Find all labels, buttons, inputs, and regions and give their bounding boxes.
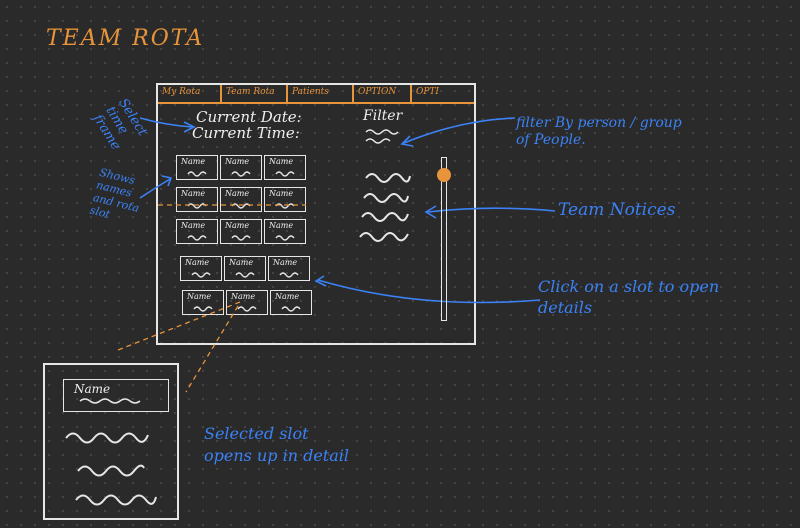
slot-detail-squiggle: [187, 203, 207, 209]
rota-slot[interactable]: Name: [224, 256, 266, 281]
rota-slot[interactable]: Name: [220, 187, 262, 212]
tab-my-rota[interactable]: My Rota: [158, 85, 222, 102]
slot-name-label: Name: [225, 189, 250, 198]
slot-name-label: Name: [269, 189, 294, 198]
current-date-label: Current Date:: [196, 108, 302, 126]
arrow-head: [424, 205, 437, 219]
tab-patients[interactable]: Patients: [288, 85, 354, 102]
detail-line-squiggle: [65, 432, 149, 444]
annotation-selected-slot: Selected slot opens up in detail: [204, 424, 349, 465]
slot-name-label: Name: [269, 157, 294, 166]
rota-slot[interactable]: Name: [220, 155, 262, 180]
slot-name-label: Name: [231, 292, 256, 301]
current-time-label: Current Time:: [192, 124, 300, 142]
arrow-head: [183, 121, 196, 133]
arrow-click-slot: [317, 279, 541, 304]
slot-detail-squiggle: [191, 272, 211, 278]
slot-detail-squiggle: [231, 235, 251, 241]
arrow-filter: [403, 117, 516, 144]
rota-slot[interactable]: Name: [176, 219, 218, 244]
slot-detail-squiggle: [231, 171, 251, 177]
tab-option[interactable]: OPTION: [354, 85, 412, 102]
slot-detail-squiggle: [275, 235, 295, 241]
slot-name-label: Name: [269, 221, 294, 230]
rota-slot[interactable]: Name: [268, 256, 310, 281]
annotation-team-notices: Team Notices: [558, 200, 676, 220]
rota-slot[interactable]: Name: [226, 290, 268, 315]
annotation-click-slot: Click on a slot to open details: [538, 277, 720, 317]
slot-detail-squiggle: [279, 272, 299, 278]
filter-label[interactable]: Filter: [363, 108, 403, 124]
slot-detail-squiggle: [275, 171, 295, 177]
filter-option-squiggle: [365, 138, 391, 144]
slot-detail-squiggle: [187, 235, 207, 241]
rota-slot[interactable]: Name: [182, 290, 224, 315]
detail-name-box: Name: [63, 379, 169, 412]
tab-team-rota[interactable]: Team Rota: [222, 85, 288, 102]
rota-slot[interactable]: Name: [176, 155, 218, 180]
arrow-team-notices: [427, 207, 556, 213]
slot-name-label: Name: [225, 157, 250, 166]
slot-detail-squiggle: [235, 272, 255, 278]
slot-name-label: Name: [181, 157, 206, 166]
slot-name-label: Name: [181, 189, 206, 198]
slot-name-label: Name: [275, 292, 300, 301]
rota-slot[interactable]: Name: [220, 219, 262, 244]
arrow-head: [314, 275, 327, 287]
slot-name-label: Name: [187, 292, 212, 301]
annotation-filter: filter By person / group of People.: [516, 115, 682, 148]
slot-name-label: Name: [225, 221, 250, 230]
tab-opti[interactable]: OPTI: [416, 87, 439, 97]
arrow-select-time: [139, 117, 193, 128]
detail-name-label: Name: [74, 382, 111, 396]
rota-slot[interactable]: Name: [264, 219, 306, 244]
page-title: TEAM ROTA: [46, 26, 205, 51]
slot-name-label: Name: [181, 221, 206, 230]
slot-detail-squiggle: [193, 306, 213, 312]
slot-detail-squiggle: [187, 171, 207, 177]
rota-window: My Rota Team Rota Patients OPTION OPTI: [156, 83, 476, 345]
slot-name-label: Name: [185, 258, 210, 267]
team-notice-squiggle: [359, 232, 409, 242]
detail-line-squiggle: [75, 494, 157, 506]
slot-detail-panel: Name: [43, 363, 179, 520]
team-notice-squiggle: [361, 212, 409, 222]
slot-detail-squiggle: [275, 203, 295, 209]
rota-slot[interactable]: Name: [270, 290, 312, 315]
team-notice-squiggle: [363, 193, 409, 203]
detail-line-squiggle: [77, 464, 145, 477]
tab-bar: My Rota Team Rota Patients OPTION OPTI: [158, 85, 474, 104]
selection-guide: [185, 305, 239, 393]
slot-detail-squiggle: [281, 306, 301, 312]
rota-slot[interactable]: Name: [264, 155, 306, 180]
arrow-shows-names: [139, 178, 171, 199]
filter-option-squiggle: [365, 129, 399, 135]
detail-name-squiggle: [79, 398, 141, 404]
arrow-head: [400, 135, 414, 147]
slot-name-label: Name: [273, 258, 298, 267]
slot-detail-squiggle: [231, 203, 251, 209]
rota-slot[interactable]: Name: [180, 256, 222, 281]
team-notice-squiggle: [365, 173, 411, 183]
time-slider-handle[interactable]: [437, 168, 451, 183]
rota-slot[interactable]: Name: [176, 187, 218, 212]
rota-slot[interactable]: Name: [264, 187, 306, 212]
slot-detail-squiggle: [237, 306, 257, 312]
time-slider-track[interactable]: [441, 157, 447, 321]
arrow-head: [161, 175, 173, 187]
slot-name-label: Name: [229, 258, 254, 267]
selection-guide: [117, 301, 241, 351]
